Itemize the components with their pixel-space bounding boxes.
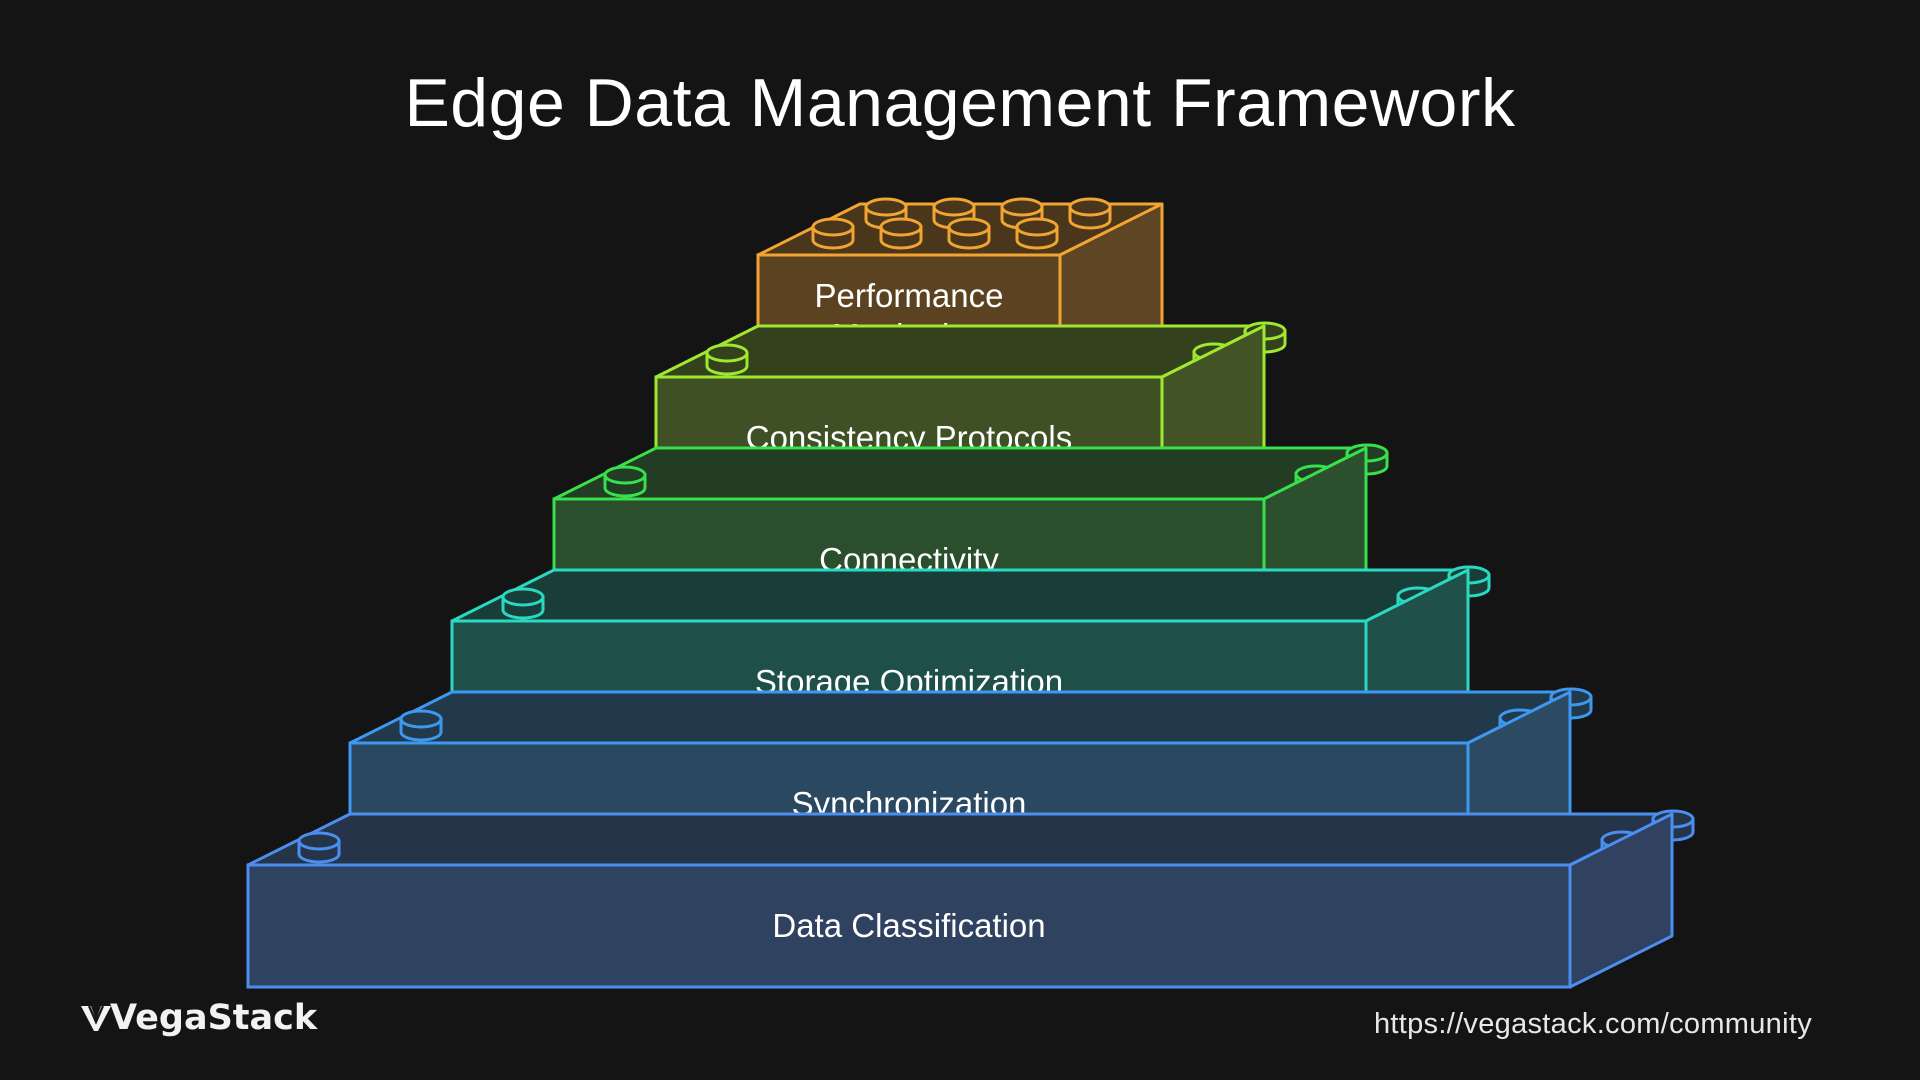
stud (297, 831, 341, 864)
stud (1000, 197, 1044, 230)
layer-label: Performance (815, 277, 1004, 314)
stud (705, 343, 749, 376)
stud (864, 197, 908, 230)
community-url-link[interactable]: https://vegastack.com/community (1373, 1008, 1812, 1040)
page-title: Edge Data Management Framework (404, 65, 1516, 141)
stud (811, 217, 855, 250)
vegastack-logo-icon (81, 1005, 111, 1031)
stud (1015, 217, 1059, 250)
layer-label: Data Classification (772, 907, 1045, 944)
brand-logo: VegaStack (80, 998, 317, 1038)
stud (603, 465, 647, 498)
brand-name: VegaStack (110, 998, 318, 1038)
stud (947, 217, 991, 250)
stud (1068, 197, 1112, 230)
stud (399, 709, 443, 742)
stud (879, 217, 923, 250)
stud (501, 587, 545, 620)
pyramid-layer: Data Classification (246, 809, 1695, 989)
